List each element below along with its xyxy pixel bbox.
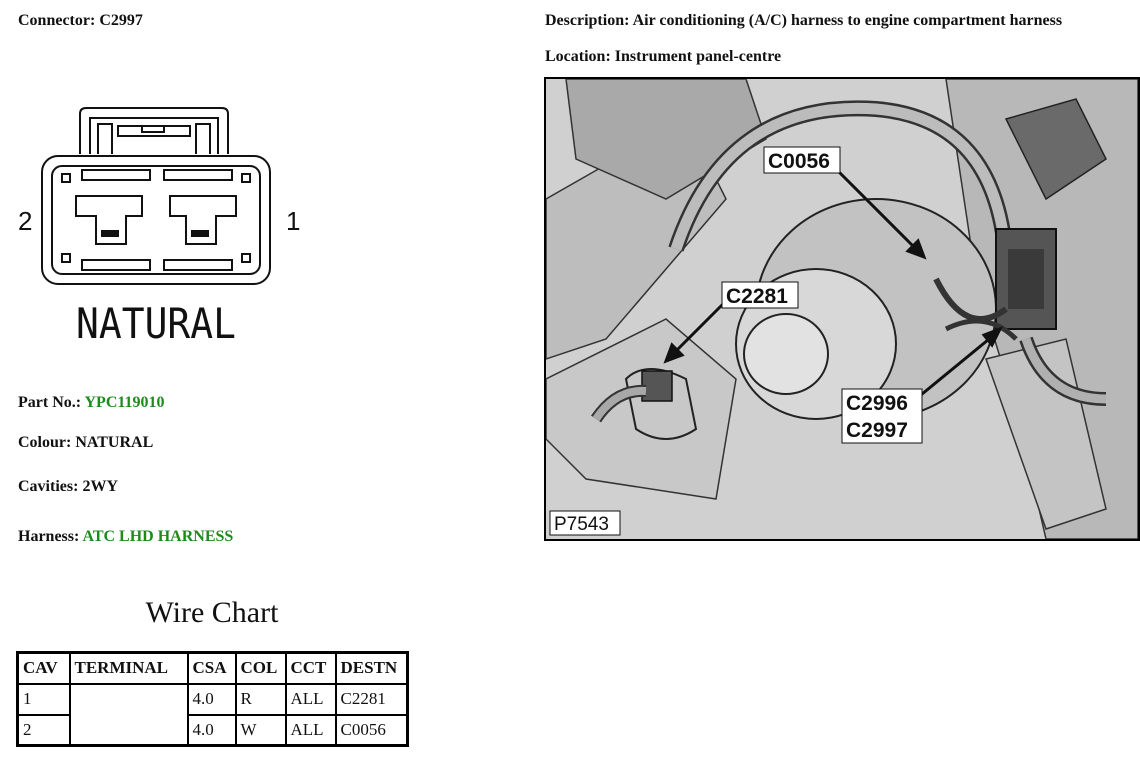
cell-cct: ALL	[284, 682, 337, 716]
location-photo: C0056 C2281 C2996 C2997 P7543	[544, 77, 1140, 541]
wire-chart-table: CAV TERMINAL CSA COL CCT DESTN 1 4.0 R A…	[16, 651, 409, 747]
cell-terminal	[68, 682, 189, 747]
cell-cct: ALL	[284, 713, 337, 747]
cell-cav: 2	[16, 713, 71, 747]
header-col: COL	[234, 651, 287, 685]
harness-field: Harness: ATC LHD HARNESS	[18, 528, 233, 546]
cell-csa: 4.0	[186, 682, 237, 716]
header-cav: CAV	[16, 651, 71, 685]
connector-label: Connector:	[18, 12, 96, 29]
connector-colour-text: NATURAL	[76, 299, 236, 348]
cell-destn: C0056	[334, 713, 409, 747]
location-field: Location: Instrument panel-centre	[545, 48, 781, 66]
header-terminal: TERMINAL	[68, 651, 189, 685]
cell-cav: 1	[16, 682, 71, 716]
cell-col: W	[234, 713, 287, 747]
connector-face-diagram: 2 1 NATURAL	[18, 107, 300, 348]
part-number-link[interactable]: YPC119010	[84, 394, 165, 411]
part-number-field: Part No.: YPC119010	[18, 394, 165, 412]
callout-c2997: C2997	[846, 419, 908, 442]
description-field: Description: Air conditioning (A/C) harn…	[545, 12, 1062, 30]
connector-value: C2997	[99, 12, 143, 29]
description-value: Air conditioning (A/C) harness to engine…	[632, 12, 1063, 29]
header-destn: DESTN	[334, 651, 409, 685]
harness-label: Harness:	[18, 528, 80, 545]
cell-destn: C2281	[334, 682, 409, 716]
pin-label-1: 1	[286, 206, 300, 236]
cell-csa: 4.0	[186, 713, 237, 747]
colour-label: Colour:	[18, 434, 72, 451]
connector-field: Connector: C2997	[18, 12, 143, 30]
cavities-field: Cavities: 2WY	[18, 478, 118, 496]
colour-value: NATURAL	[75, 434, 154, 451]
header-csa: CSA	[186, 651, 237, 685]
callout-c2996: C2996	[846, 392, 908, 415]
wire-chart-title: Wire Chart	[145, 596, 279, 629]
table-header-row: CAV TERMINAL CSA COL CCT DESTN	[16, 651, 409, 685]
colour-field: Colour: NATURAL	[18, 434, 153, 452]
photo-illustration: C0056 C2281 C2996 C2997 P7543	[546, 79, 1138, 539]
cavities-value: 2WY	[82, 478, 118, 495]
location-label: Location:	[545, 48, 611, 65]
header-cct: CCT	[284, 651, 337, 685]
cell-col: R	[234, 682, 287, 716]
table-row: 2 4.0 W ALL C0056	[16, 713, 409, 747]
description-label: Description:	[545, 12, 630, 29]
pin-label-2: 2	[18, 206, 32, 236]
callout-c2281: C2281	[726, 285, 788, 308]
callout-c0056: C0056	[768, 150, 830, 173]
harness-link[interactable]: ATC LHD HARNESS	[82, 528, 234, 545]
part-number-label: Part No.:	[18, 394, 82, 411]
photo-reference: P7543	[554, 514, 609, 535]
cavities-label: Cavities:	[18, 478, 79, 495]
table-row: 1 4.0 R ALL C2281	[16, 682, 409, 747]
location-value: Instrument panel-centre	[614, 48, 782, 65]
